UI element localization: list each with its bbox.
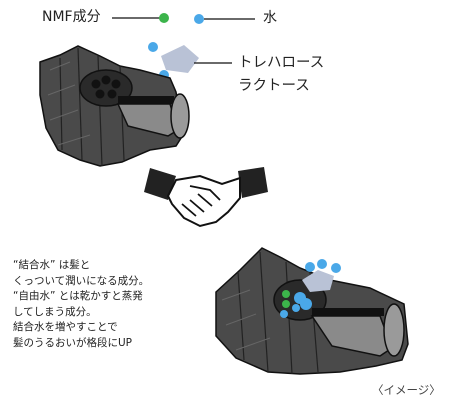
lactose-label: ラクトース [238, 78, 310, 94]
hair-strand-top [39, 45, 190, 167]
description-line: 結合水を増やすことで [13, 321, 118, 333]
water-legend-dot [194, 14, 204, 24]
description-line: “自由水” とは乾かすと蒸発 [13, 290, 143, 302]
water-label: 水 [263, 10, 277, 26]
description-line: 髪のうるおいが格段にUP [13, 336, 133, 349]
description-line: くっついて潤いになる成分。 [13, 274, 150, 287]
nmf-legend-dot [159, 13, 169, 23]
image-caption: 〈イメージ〉 [372, 383, 441, 397]
water-molecule-1 [148, 42, 158, 52]
description-text: “結合水” は髪と くっついて潤いになる成分。 “自由水” とは乾かすと蒸発 し… [13, 258, 149, 351]
nmf-label: NMF成分 [42, 9, 101, 25]
hair-strand-bottom [215, 247, 409, 375]
description-line: “結合水” は髪と [13, 259, 91, 271]
sugar-molecule [161, 45, 199, 73]
description-line: してしまう成分。 [13, 305, 97, 318]
trehalose-label: トレハロース [238, 55, 325, 71]
handshake-icon [144, 167, 268, 228]
